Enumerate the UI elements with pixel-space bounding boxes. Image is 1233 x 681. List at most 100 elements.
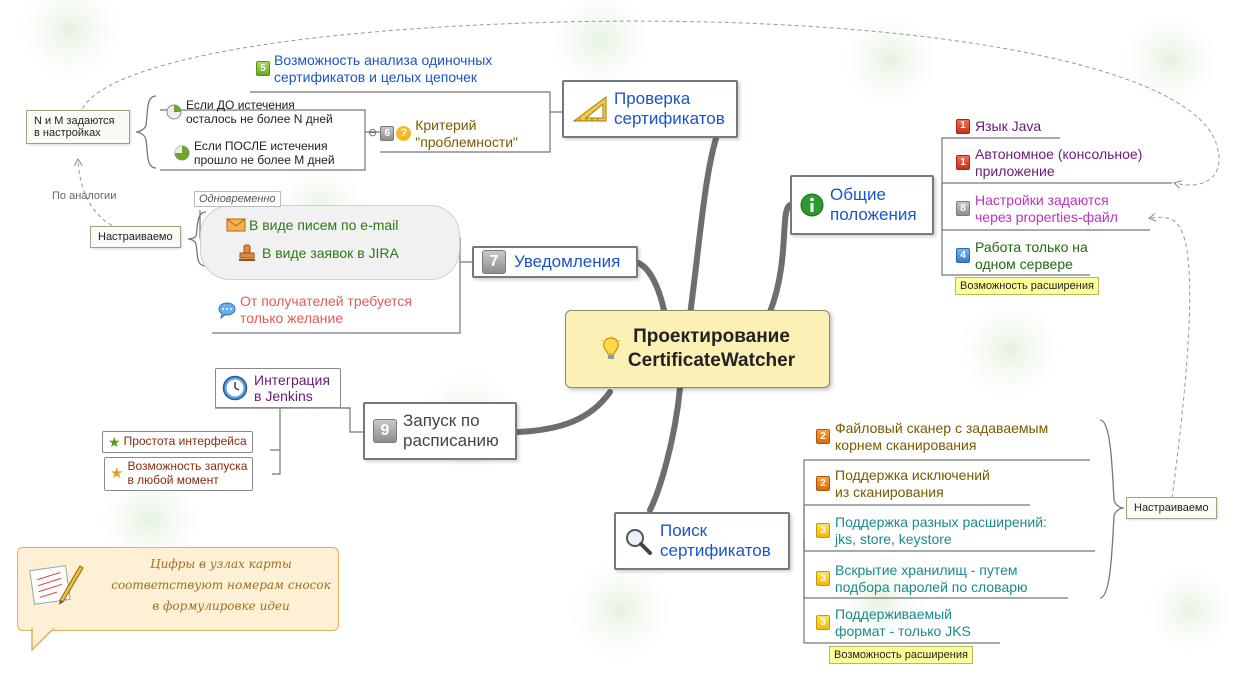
central-title-line1: Проектирование bbox=[633, 326, 790, 348]
speech-bubble-icon bbox=[218, 302, 236, 319]
simple-ui-label: Простота интерфейса bbox=[123, 434, 247, 449]
general-item-single-server[interactable]: 4 Работа только на одном сервере bbox=[956, 239, 1088, 273]
note-nm-settings[interactable]: N и M задаются в настройках bbox=[26, 110, 130, 144]
feature5-line1: Возможность анализа одиночных bbox=[274, 52, 493, 68]
before-line2: осталось не более N дней bbox=[186, 112, 333, 127]
topic-schedule[interactable]: 9 Запуск по расписанию bbox=[363, 402, 517, 460]
search-title-1: Поиск bbox=[660, 521, 708, 541]
bruteforce-line2: подбора паролей по словарю bbox=[835, 578, 1028, 595]
search-item-extensions[interactable]: 3 Поддержка разных расширений: jks, stor… bbox=[816, 514, 1047, 548]
nm-line1: N и M задаются bbox=[34, 115, 115, 127]
badge-6: 6 bbox=[380, 126, 395, 142]
exclusions-line1: Поддержка исключений bbox=[835, 467, 990, 483]
topic-check-certificates[interactable]: Проверка сертификатов bbox=[562, 80, 738, 138]
progress-quarter-icon bbox=[166, 104, 182, 120]
search-item-bruteforce[interactable]: 3 Вскрытие хранилищ - путем подбора паро… bbox=[816, 562, 1028, 596]
schedule-title-2: расписанию bbox=[403, 431, 499, 450]
topic-jira[interactable]: В виде заявок в JIRA bbox=[238, 244, 399, 262]
progress-three-quarter-icon bbox=[174, 145, 190, 161]
stamp-icon bbox=[239, 244, 255, 261]
general-item-java[interactable]: 1 Язык Java bbox=[956, 118, 1041, 135]
before-line1: Если ДО истечения bbox=[186, 98, 295, 112]
notifications-title: Уведомления bbox=[514, 252, 621, 272]
topic-email[interactable]: В виде писем по e-mail bbox=[226, 217, 398, 234]
brace-notify bbox=[187, 211, 207, 267]
magnifier-icon bbox=[626, 529, 652, 555]
check-title-2: сертификатов bbox=[614, 109, 725, 128]
relation-configurable-to-settings bbox=[1150, 217, 1191, 499]
lightbulb-icon bbox=[601, 336, 621, 359]
central-topic[interactable]: Проектирование CertificateWatcher bbox=[565, 310, 830, 388]
badge-2: 2 bbox=[816, 429, 830, 444]
note-configurable-notify[interactable]: Настраиваемо bbox=[90, 226, 181, 248]
info-icon bbox=[800, 193, 824, 217]
topic-criterion[interactable]: ⊖ 6 ? Критерий "проблемности" bbox=[368, 117, 518, 151]
notepad-pencil-icon bbox=[29, 565, 84, 605]
general-title-1: Общие bbox=[830, 185, 886, 205]
callout-tail bbox=[31, 628, 55, 652]
search-item-file-scanner[interactable]: 2 Файловый сканер с задаваемым корнем ск… bbox=[816, 420, 1048, 454]
properties-line2: через properties-файл bbox=[975, 208, 1118, 225]
collapse-minus-icon[interactable]: ⊖ bbox=[368, 127, 378, 140]
scanner-line1: Файловый сканер с задаваемым bbox=[835, 420, 1049, 436]
badge-1: 1 bbox=[956, 118, 970, 134]
extensions-line2: jks, store, keystore bbox=[835, 530, 952, 547]
tag-simultaneous: Одновременно bbox=[194, 191, 281, 207]
jenkins-line2: в Jenkins bbox=[254, 388, 313, 404]
after-line1: Если ПОСЛЕ истечения bbox=[194, 139, 328, 153]
envelope-icon bbox=[226, 218, 246, 232]
topic-run-anytime[interactable]: ★ Возможность запуска в любой момент bbox=[104, 457, 254, 491]
criterion-line1: Критерий bbox=[415, 117, 477, 133]
sticky-extension-general[interactable]: Возможность расширения bbox=[955, 277, 1099, 295]
topic-general[interactable]: Общие положения bbox=[790, 175, 934, 235]
badge-4: 4 bbox=[956, 248, 970, 263]
topic-simple-ui[interactable]: ★ Простота интерфейса bbox=[102, 431, 253, 453]
bruteforce-line1: Вскрытие хранилищ - путем bbox=[835, 562, 1018, 578]
relation-label-analogy: По аналогии bbox=[52, 190, 117, 202]
wish-line1: От получателей требуется bbox=[240, 293, 412, 309]
star-icon: ★ bbox=[110, 465, 124, 483]
topic-wish[interactable]: От получателей требуется только желание bbox=[218, 293, 412, 327]
extensions-line1: Поддержка разных расширений: bbox=[835, 514, 1047, 530]
badge-9: 9 bbox=[373, 419, 397, 443]
single-server-line1: Работа только на bbox=[975, 239, 1088, 255]
topic-jenkins[interactable]: Интеграция в Jenkins bbox=[215, 368, 341, 408]
central-title-line2: CertificateWatcher bbox=[627, 350, 796, 371]
brace-criteria bbox=[135, 95, 157, 169]
clock-icon bbox=[222, 375, 248, 401]
grouping-cloud bbox=[200, 205, 460, 280]
general-item-properties[interactable]: 8 Настройки задаются через properties-фа… bbox=[956, 192, 1118, 226]
topic-search[interactable]: Поиск сертификатов bbox=[614, 512, 790, 570]
legend-line3: в формулировке идеи bbox=[152, 599, 290, 613]
jenkins-line1: Интеграция bbox=[254, 371, 330, 388]
nm-line2: в настройках bbox=[34, 127, 101, 139]
sticky-extension-search[interactable]: Возможность расширения bbox=[829, 646, 973, 664]
search-item-exclusions[interactable]: 2 Поддержка исключений из сканирования bbox=[816, 467, 990, 501]
properties-line1: Настройки задаются bbox=[975, 192, 1109, 208]
legend-line1: Цифры в узлах карты bbox=[150, 557, 292, 571]
badge-5: 5 bbox=[256, 61, 270, 76]
relation-nm-to-settings bbox=[79, 20, 1220, 185]
email-label: В виде писем по e-mail bbox=[249, 217, 399, 233]
general-title-2: положения bbox=[830, 205, 917, 224]
topic-feature-chain-analysis[interactable]: 5 Возможность анализа одиночных сертифик… bbox=[256, 52, 492, 86]
question-icon: ? bbox=[396, 126, 412, 142]
jks-line1: Поддерживаемый bbox=[835, 606, 952, 622]
topic-notifications[interactable]: 7 Уведомления bbox=[472, 246, 638, 278]
check-title-1: Проверка bbox=[614, 89, 691, 109]
scanner-line2: корнем сканирования bbox=[835, 436, 977, 453]
badge-2: 2 bbox=[816, 476, 830, 491]
standalone-line1: Автономное (консольное) bbox=[975, 146, 1143, 162]
badge-8: 8 bbox=[956, 201, 970, 216]
general-item-standalone[interactable]: 1 Автономное (консольное) приложение bbox=[956, 146, 1142, 180]
anytime-line2: в любой момент bbox=[127, 473, 219, 487]
search-item-jks-only[interactable]: 3 Поддерживаемый формат - только JKS bbox=[816, 606, 971, 640]
legend-line2: соответствуют номерам сносок bbox=[111, 578, 331, 592]
topic-before-expiry[interactable]: Если ДО истечения осталось не более N дн… bbox=[166, 98, 333, 127]
brace-search bbox=[1099, 419, 1125, 599]
legend-callout: Цифры в узлах карты соответствуют номера… bbox=[17, 547, 339, 631]
note-configurable-search[interactable]: Настраиваемо bbox=[1126, 497, 1217, 519]
badge-3: 3 bbox=[816, 615, 830, 630]
topic-after-expiry[interactable]: Если ПОСЛЕ истечения прошло не более M д… bbox=[174, 139, 335, 168]
exclusions-line2: из сканирования bbox=[835, 483, 944, 500]
